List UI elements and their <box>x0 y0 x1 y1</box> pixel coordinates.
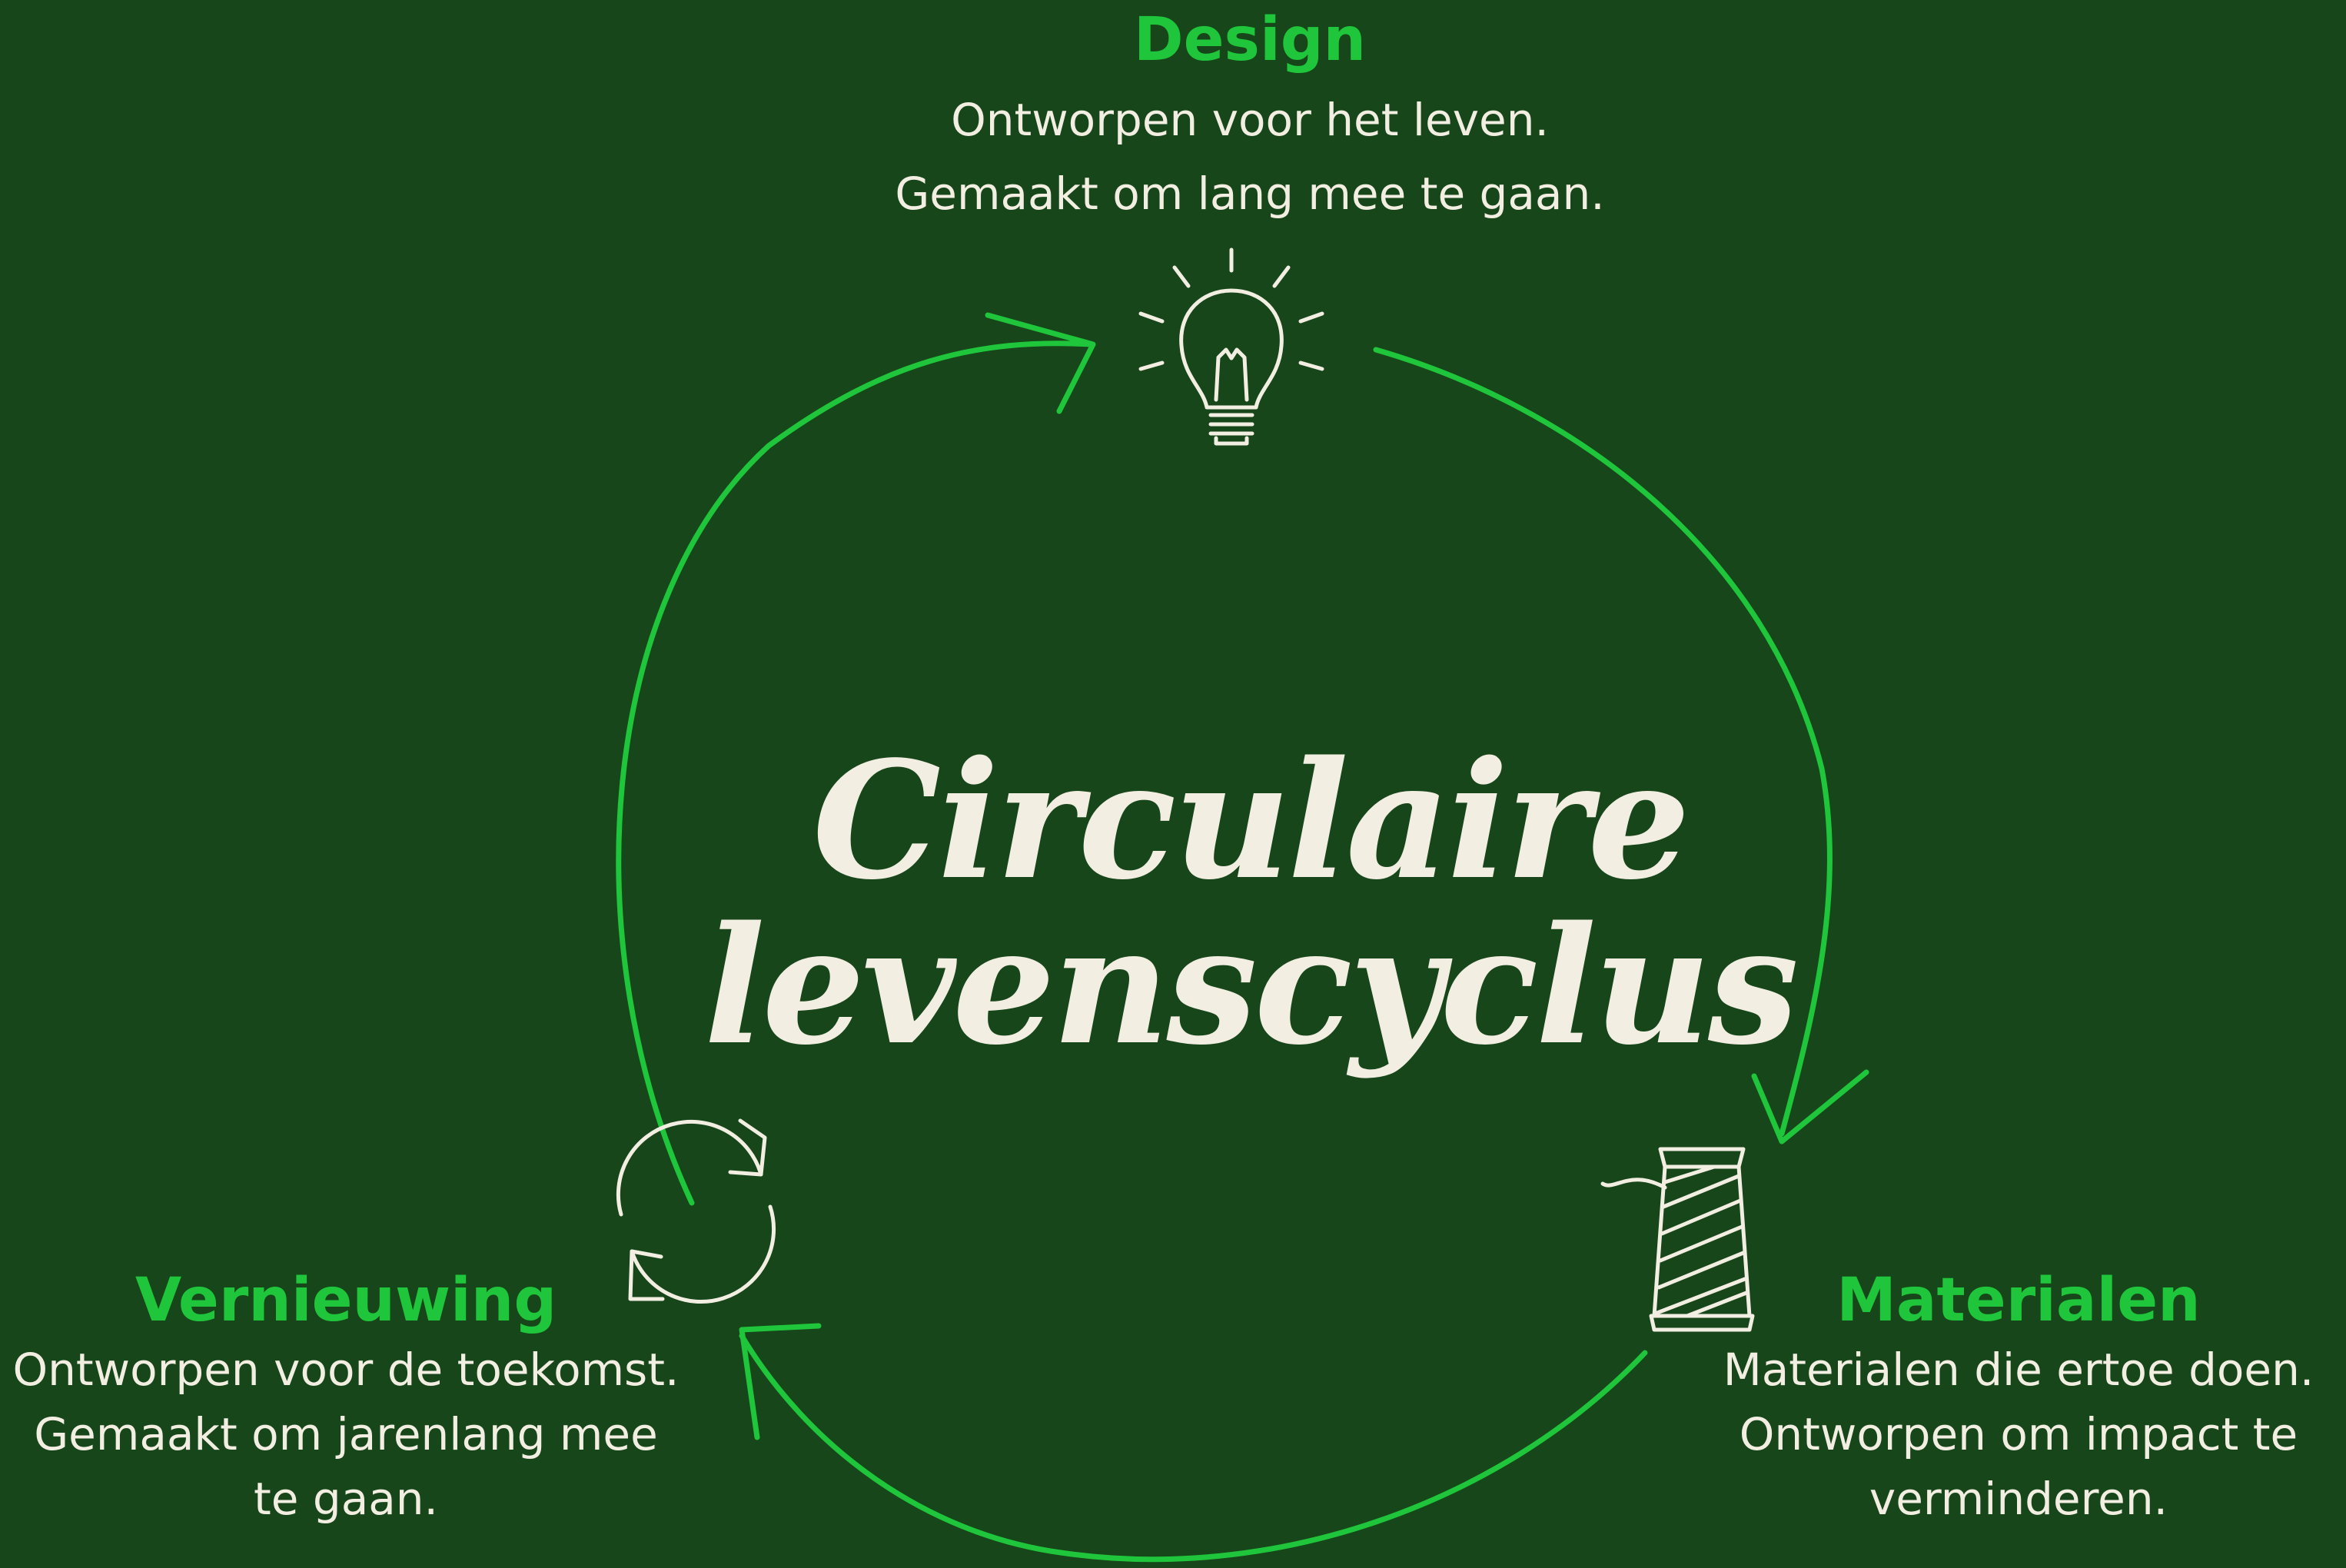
materialen-line-2: Ontworpen om impact te <box>1739 1407 2298 1460</box>
lightbulb-icon <box>1138 247 1324 446</box>
stage-materialen: Materialen Materialen die ertoe doen. On… <box>1691 1266 2346 1531</box>
design-line-2: Gemaakt om lang mee te gaan. <box>895 167 1605 220</box>
design-title: Design <box>1133 5 1367 75</box>
stage-design: Design Ontworpen voor het leven. Gemaakt… <box>789 5 1711 231</box>
refresh-arrows-icon <box>616 1118 776 1304</box>
cycle-arrow-left-arc <box>616 341 1095 1206</box>
design-line-1: Ontworpen voor het leven. <box>951 93 1549 146</box>
diagram-title-line-1: Circulaire <box>812 726 1690 915</box>
materialen-line-3: verminderen. <box>1869 1472 2168 1525</box>
thread-spool-icon <box>1600 1147 1755 1332</box>
diagram-title-line-2: levenscyclus <box>703 891 1799 1081</box>
vernieuwing-line-3: te gaan. <box>254 1472 438 1525</box>
cycle-arrow-bottom-arc <box>739 1333 1648 1563</box>
cycle-arrowhead-vernieuwing <box>739 1323 822 1440</box>
vernieuwing-line-1: Ontworpen voor de toekomst. <box>12 1343 680 1396</box>
cycle-arrowhead-design <box>985 312 1096 414</box>
materialen-line-1: Materialen die ertoe doen. <box>1723 1343 2314 1396</box>
stage-vernieuwing: Vernieuwing Ontworpen voor de toekomst. … <box>0 1266 692 1531</box>
cycle-arrowhead-materialen <box>1751 1069 1869 1144</box>
diagram-title: Circulaire levenscyclus <box>635 738 1865 1068</box>
vernieuwing-title: Vernieuwing <box>135 1266 557 1335</box>
materialen-title: Materialen <box>1836 1266 2201 1335</box>
vernieuwing-line-2: Gemaakt om jarenlang mee <box>34 1407 658 1460</box>
cycle-arrow-right-arc <box>1373 347 1833 1137</box>
